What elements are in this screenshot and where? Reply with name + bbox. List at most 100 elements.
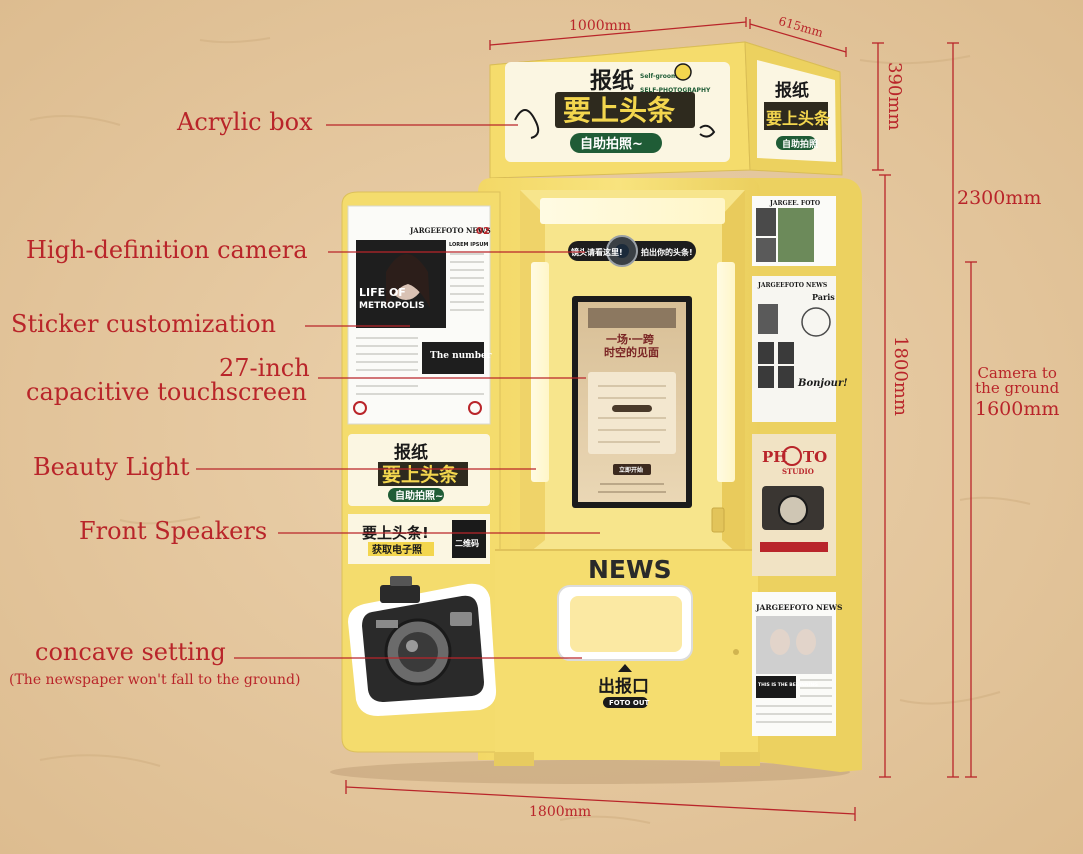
- base-left-foot: [494, 752, 534, 766]
- screen-card: [588, 372, 676, 454]
- signboard-deco-key: [699, 124, 716, 138]
- right-poster1-photo-b: [778, 208, 814, 262]
- box-side-title-bg: [764, 102, 828, 130]
- dim-total-height: 2300mm: [957, 187, 1042, 209]
- signboard-title-main: 要上头条: [563, 94, 675, 127]
- poster-left-hair: [386, 254, 430, 308]
- box-side-title1: 报纸: [775, 80, 809, 101]
- dim-camera-line2: the ground: [975, 379, 1060, 397]
- poster-left-seal-1: [353, 401, 367, 415]
- dim-box-height: 390mm: [884, 62, 905, 131]
- right-poster2-clock: [801, 307, 831, 337]
- photo-studio-strip: [760, 542, 828, 552]
- right-poster1-title: JARGEE. FOTO: [769, 200, 820, 207]
- right-poster4-face-b: [796, 629, 816, 655]
- screen-title2: 时空的见面: [604, 345, 659, 359]
- right-poster2-bonjour: Bonjour!: [797, 378, 848, 389]
- poster-left-title: JARGEEFOTO NEWS: [409, 226, 491, 235]
- photo-studio1: PH: [762, 448, 787, 466]
- sign-small-sub-bg: [388, 488, 444, 502]
- out-arrow: [618, 664, 632, 672]
- signboard-title-top: 报纸: [590, 68, 634, 94]
- side-lock: [711, 507, 725, 533]
- out-sub-bg: [603, 697, 648, 708]
- right-poster2-photo-d: [758, 366, 774, 388]
- photo-studio-camera-lens: [778, 495, 808, 525]
- out-sub: FOTO OUT: [609, 699, 650, 707]
- screen-start-button: [613, 464, 651, 475]
- qr-banner-sub-bg: [368, 542, 434, 556]
- signboard-deco-squiggle: [514, 109, 540, 139]
- camera-right-text: 拍出你的头条!: [641, 247, 693, 257]
- screen-start-label: 立即开始: [619, 466, 643, 474]
- base-right-foot: [720, 752, 760, 766]
- label-beauty-light: Beauty Light: [33, 453, 190, 481]
- right-poster4-face-a: [770, 629, 790, 655]
- poster-left-headline1: LIFE OF: [359, 286, 406, 299]
- poster-left-quote: The number: [430, 351, 492, 361]
- right-poster4-title: JARGEEFOTO NEWS: [755, 603, 842, 612]
- poster-left-headline2: METROPOLIS: [359, 301, 425, 311]
- signboard-deco-star: [674, 63, 692, 81]
- camera-lens-inner: [615, 244, 629, 258]
- box-side-title2: 要上头条: [766, 109, 831, 128]
- right-poster2-photo-c: [778, 342, 794, 364]
- dim-camera-value: 1600mm: [975, 398, 1060, 420]
- label-acrylic-box: Acrylic box: [177, 108, 313, 136]
- signboard-title-bg: [555, 92, 695, 128]
- label-speakers: Front Speakers: [79, 517, 268, 545]
- right-poster4-head-bg: [756, 676, 796, 698]
- poster-left-issue: 02: [476, 226, 490, 237]
- right-poster1-photo-a: [756, 208, 776, 236]
- beauty-light-right: [717, 262, 735, 482]
- poster-left-seal-2: [468, 401, 482, 415]
- screen-pill: [612, 405, 652, 412]
- sign-small-title-bg: [378, 462, 468, 486]
- photo-studio2: TO: [803, 448, 827, 466]
- qr-banner-code: 二维码: [455, 538, 479, 548]
- right-poster2-photo-b: [758, 342, 774, 364]
- right-poster2-city: Paris: [812, 292, 835, 302]
- news-label: NEWS: [588, 555, 672, 584]
- label-concave: concave setting: [35, 638, 226, 666]
- dim-top-width-line: [489, 21, 747, 46]
- retro-camera-sticker: [348, 576, 497, 716]
- dim-top-width: 1000mm: [569, 18, 632, 34]
- box-side-sub: 自助拍照: [782, 138, 818, 150]
- beauty-light-left: [531, 262, 549, 482]
- signboard-tag1: Self-grooming: [640, 73, 688, 80]
- right-poster2-photo-a: [758, 304, 778, 334]
- screen-title1: 一场·一跨: [606, 332, 655, 346]
- label-camera: High-definition camera: [26, 236, 308, 264]
- label-touchscreen-2: capacitive touchscreen: [26, 378, 307, 406]
- label-concave-note: (The newspaper won't fall to the ground): [9, 672, 301, 688]
- signboard-sub: 自助拍照~: [580, 136, 643, 152]
- right-poster2-title: JARGEEFOTO NEWS: [757, 282, 827, 289]
- dim-base-width: 1800mm: [529, 804, 592, 820]
- beauty-light-top: [540, 198, 725, 224]
- out-label: 出报口: [598, 676, 649, 697]
- right-poster1-photo-c: [756, 238, 776, 262]
- dim-camera-line1: Camera to: [977, 364, 1057, 382]
- dim-camera-height: Camera to the ground 1600mm: [975, 366, 1059, 419]
- photo-studio-aperture: [782, 446, 802, 466]
- box-side-sub-bg: [776, 136, 816, 150]
- label-touchscreen-1: 27-inch: [219, 354, 310, 382]
- right-poster2-photo-e: [778, 366, 794, 388]
- camera-left-text: 镜头请看这里!: [571, 247, 623, 257]
- label-sticker: Sticker customization: [11, 310, 276, 338]
- door-knob: [733, 649, 739, 655]
- dim-body-height: 1800mm: [890, 336, 911, 416]
- poster-left-lorem: LOREM IPSUM: [449, 242, 488, 248]
- signboard-tag2: SELF-PHOTOGRAPHY: [640, 87, 711, 94]
- sign-small-title1: 报纸: [394, 442, 428, 463]
- qr-banner-sub: 获取电子照: [371, 543, 422, 556]
- screen-photo-strip: [588, 308, 676, 328]
- right-poster4-head: THIS IS THE BEGINNING: [758, 682, 818, 688]
- dim-base-width-line: [345, 786, 856, 815]
- qr-code-box: [452, 520, 486, 558]
- poster-left-quote-box: [422, 342, 484, 374]
